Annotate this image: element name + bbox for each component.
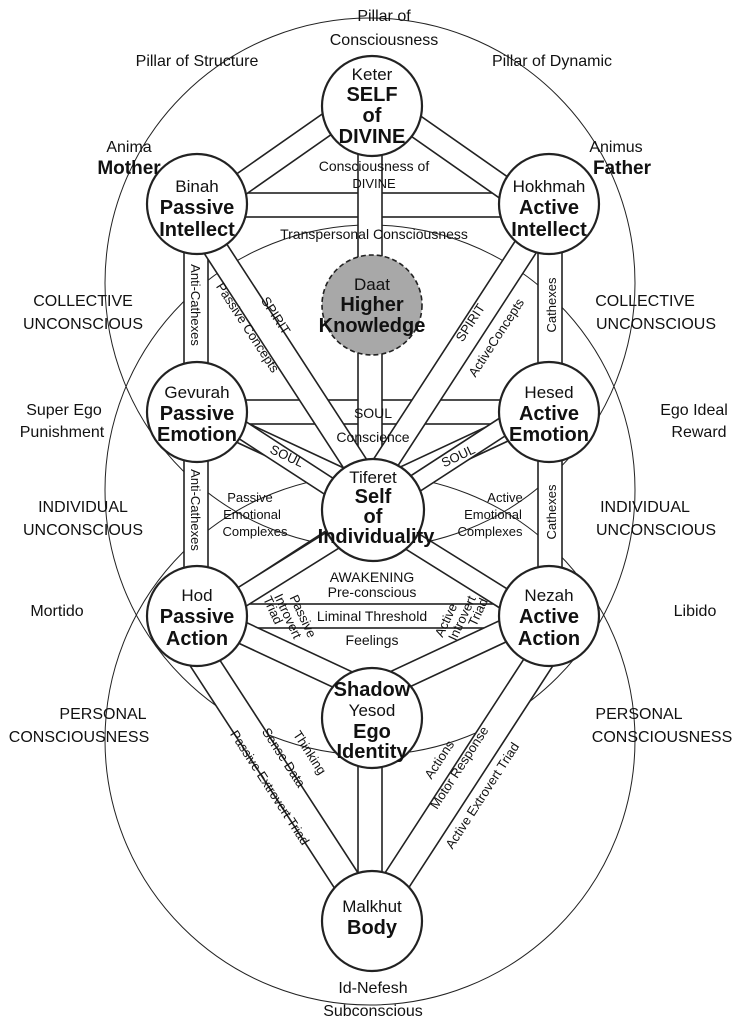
collective-right-2: UNCONSCIOUS	[596, 316, 716, 333]
svg-text:Binah: Binah	[175, 177, 218, 196]
svg-text:Hokhmah: Hokhmah	[513, 177, 586, 196]
path-label-consciousness-of: Consciousness of	[319, 158, 430, 174]
path-label-preconscious: Pre-conscious	[328, 584, 417, 600]
personal-left-1: PERSONAL	[59, 706, 146, 723]
path-label-soul-center: SOUL	[354, 405, 392, 421]
path-label-passive-emotional-1: Passive	[227, 490, 273, 505]
path-label-feelings: Feelings	[346, 632, 399, 648]
svg-text:Individuality: Individuality	[318, 526, 436, 548]
pillar-consciousness-line2: Consciousness	[330, 32, 439, 49]
svg-text:Self: Self	[355, 486, 392, 508]
svg-text:DIVINE: DIVINE	[339, 126, 406, 148]
svg-text:Ego: Ego	[353, 721, 391, 743]
collective-left-1: COLLECTIVE	[33, 293, 133, 310]
individual-left-2: UNCONSCIOUS	[23, 522, 143, 539]
pillar-consciousness-line1: Pillar of	[357, 8, 411, 25]
svg-text:Active: Active	[519, 403, 579, 425]
path-label-passive-emotional-2: Emotional	[223, 507, 281, 522]
path-label-awakening: AWAKENING	[330, 569, 415, 585]
svg-text:Action: Action	[518, 628, 580, 650]
node-yesod: Shadow Yesod Ego Identity	[320, 666, 424, 770]
path-yesod-malkhut	[357, 754, 383, 886]
egoideal-2: Reward	[671, 424, 726, 441]
path-label-cathexes-upper: Cathexes	[544, 277, 559, 332]
svg-text:Emotion: Emotion	[509, 424, 589, 446]
svg-text:Yesod: Yesod	[349, 701, 396, 720]
pillar-dynamic: Pillar of Dynamic	[492, 53, 612, 70]
svg-text:Nezah: Nezah	[524, 586, 573, 605]
svg-text:of: of	[364, 506, 383, 528]
svg-text:Active: Active	[519, 197, 579, 219]
node-binah: Binah Passive Intellect	[145, 152, 249, 256]
path-hesed-nezah	[537, 444, 563, 571]
path-label-passive-emotional-3: Complexes	[222, 524, 288, 539]
path-label-active-emotional-1: Active	[487, 490, 522, 505]
svg-text:Gevurah: Gevurah	[164, 383, 229, 402]
mother-label: Mother	[97, 158, 161, 179]
node-keter: Keter SELF of DIVINE	[320, 54, 424, 158]
id-nefesh-label: Id-Nefesh	[338, 980, 407, 997]
svg-text:Action: Action	[166, 628, 228, 650]
svg-text:Identity: Identity	[336, 741, 408, 763]
pillar-structure: Pillar of Structure	[136, 53, 259, 70]
svg-text:Passive: Passive	[160, 403, 235, 425]
personal-left-2: CONSCIOUSNESS	[9, 729, 149, 746]
node-gevurah: Gevurah Passive Emotion	[145, 360, 249, 464]
collective-left-2: UNCONSCIOUS	[23, 316, 143, 333]
subconscious-label: Subconscious	[323, 1003, 423, 1020]
svg-text:Intellect: Intellect	[511, 219, 587, 241]
personal-right-2: CONSCIOUSNESS	[592, 729, 732, 746]
svg-text:Keter: Keter	[352, 65, 393, 84]
node-nezah: Nezah Active Action	[497, 564, 601, 668]
svg-text:Shadow: Shadow	[334, 679, 411, 701]
svg-text:Intellect: Intellect	[159, 219, 235, 241]
path-label-anti-cathexes-lower: Anti-Cathexes	[188, 469, 203, 551]
svg-text:Daat: Daat	[354, 275, 390, 294]
node-hod: Hod Passive Action	[145, 564, 249, 668]
anima-label: Anima	[106, 139, 151, 156]
svg-text:Malkhut: Malkhut	[342, 897, 402, 916]
svg-text:SELF: SELF	[346, 84, 397, 106]
animus-label: Animus	[589, 139, 642, 156]
path-label-conscience: Conscience	[336, 429, 409, 445]
path-label-divine: DIVINE	[352, 176, 396, 191]
mortido-label: Mortido	[30, 603, 83, 620]
path-label-active-emotional-3: Complexes	[457, 524, 523, 539]
individual-left-1: INDIVIDUAL	[38, 499, 128, 516]
svg-text:Higher: Higher	[340, 294, 404, 316]
individual-right-2: UNCONSCIOUS	[596, 522, 716, 539]
svg-text:Body: Body	[347, 917, 398, 939]
node-hesed: Hesed Active Emotion	[497, 360, 601, 464]
node-tiferet: Tiferet Self of Individuality	[318, 457, 436, 563]
path-label-cathexes-lower: Cathexes	[544, 484, 559, 539]
egoideal-1: Ego Ideal	[660, 402, 728, 419]
svg-text:Active: Active	[519, 606, 579, 628]
svg-text:Hod: Hod	[181, 586, 212, 605]
collective-right-1: COLLECTIVE	[595, 293, 695, 310]
path-gevurah-hod	[183, 444, 209, 571]
node-hokhmah: Hokhmah Active Intellect	[497, 152, 601, 256]
path-label-liminal: Liminal Threshold	[317, 608, 427, 624]
svg-text:Emotion: Emotion	[157, 424, 237, 446]
father-label: Father	[593, 158, 652, 179]
svg-text:Knowledge: Knowledge	[319, 315, 426, 337]
svg-text:Passive: Passive	[160, 197, 235, 219]
path-hod-nezah	[199, 603, 546, 629]
libido-label: Libido	[674, 603, 717, 620]
individual-right-1: INDIVIDUAL	[600, 499, 690, 516]
svg-text:of: of	[363, 105, 382, 127]
path-label-anti-cathexes-upper: Anti-Cathexes	[188, 264, 203, 346]
superego-1: Super Ego	[26, 402, 102, 419]
svg-text:Passive: Passive	[160, 606, 235, 628]
path-label-transpersonal: Transpersonal Consciousness	[280, 226, 468, 242]
node-daat: Daat Higher Knowledge	[319, 254, 426, 356]
svg-text:Tiferet: Tiferet	[349, 468, 397, 487]
superego-2: Punishment	[20, 424, 105, 441]
personal-right-1: PERSONAL	[595, 706, 682, 723]
node-malkhut: Malkhut Body	[320, 869, 424, 973]
path-label-active-emotional-2: Emotional	[464, 507, 522, 522]
svg-text:Hesed: Hesed	[524, 383, 573, 402]
